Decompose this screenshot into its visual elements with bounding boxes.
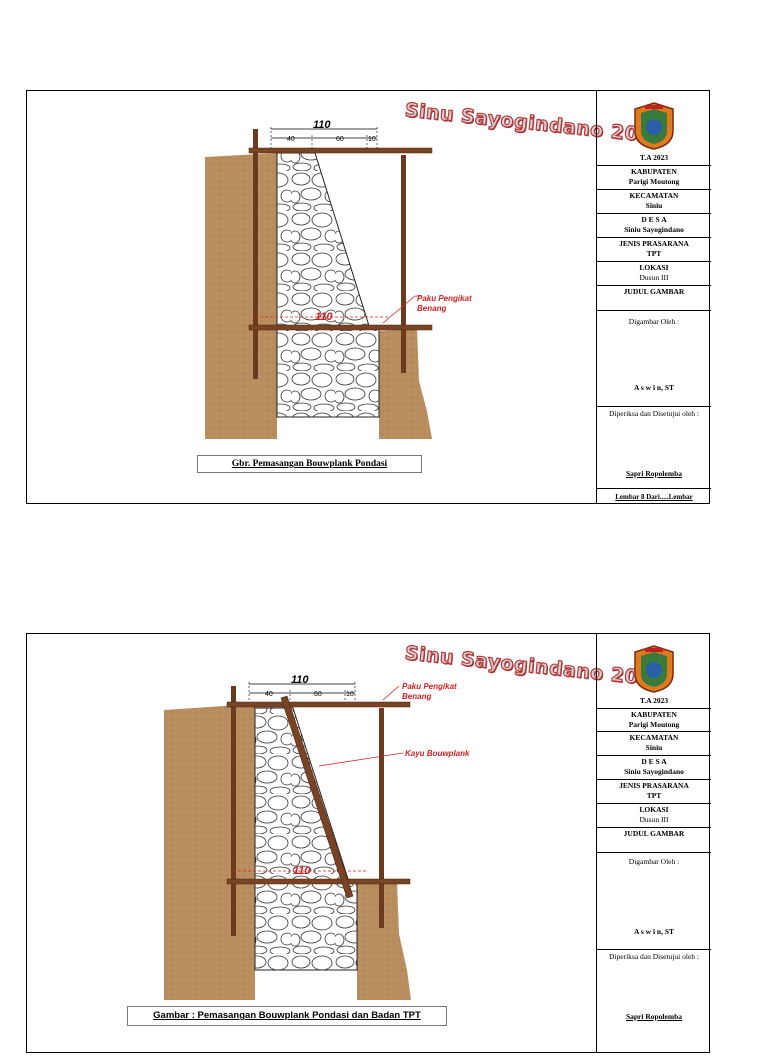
dim-bottom-label: 110 xyxy=(293,865,311,877)
regency-emblem-icon xyxy=(634,102,674,150)
drawing-area: 110 40 60 10 110 Paku Pengikat Benang Ka… xyxy=(27,634,667,1052)
dim-b-label: 60 xyxy=(314,691,322,698)
dim-a-label: 40 xyxy=(265,691,273,698)
post-left xyxy=(253,129,258,379)
bouwplank-pondasi-tpt-drawing: 110 40 60 10 110 Paku Pengikat Benang Ka… xyxy=(164,674,470,1000)
drawn-by-box: Digambar Oleh : A s w i n, ST xyxy=(597,853,711,950)
drawing-sheet-1: 110 40 60 10 110 Paku Pengikat Benang Si… xyxy=(26,90,711,504)
post-right xyxy=(401,155,406,373)
board-top xyxy=(226,701,411,708)
dim-bottom-label: 110 xyxy=(315,311,333,323)
drawn-by-name: A s w i n, ST xyxy=(633,383,675,392)
soil-left xyxy=(164,704,255,1000)
kayu-bouwplank xyxy=(280,695,354,899)
checked-by-label: Diperiksa dan Disetujui oleh : xyxy=(609,409,699,418)
dim-total-label: 110 xyxy=(291,674,309,686)
board-top xyxy=(248,147,433,154)
drawn-by-label: Digambar Oleh : xyxy=(628,857,680,866)
drawn-by-label: Digambar Oleh : xyxy=(628,317,680,326)
board-bottom xyxy=(248,324,433,331)
note-paku-line2: Benang xyxy=(402,692,431,701)
regency-emblem-icon xyxy=(634,645,674,693)
fiscal-year: T.A 2023 xyxy=(639,696,669,705)
dim-b-label: 60 xyxy=(336,136,344,143)
note-paku-line1: Paku Pengikat xyxy=(417,294,472,303)
checked-by-name: Sapri Ropolemba xyxy=(625,1012,683,1021)
stone-foundation xyxy=(254,881,358,971)
checked-by-box: Diperiksa dan Disetujui oleh : Sapri Rop… xyxy=(597,950,711,1054)
drawing-sheet-2: 110 40 60 10 110 Paku Pengikat Benang Ka… xyxy=(26,633,711,1053)
dim-c-label: 10 xyxy=(368,136,376,143)
field-judul-gambar: JUDUL GAMBAR xyxy=(597,828,711,853)
field-judul-gambar: JUDUL GAMBAR xyxy=(597,286,711,311)
stone-foundation xyxy=(276,328,380,418)
fiscal-year: T.A 2023 xyxy=(639,153,669,162)
note-paku-line2: Benang xyxy=(417,304,446,313)
board-bottom xyxy=(226,878,411,885)
drawing-area: 110 40 60 10 110 Paku Pengikat Benang Si… xyxy=(27,91,667,503)
dim-c-label: 10 xyxy=(346,691,354,698)
post-right xyxy=(379,708,384,928)
checked-by-box: Diperiksa dan Disetujui oleh : Sapri Rop… xyxy=(597,407,711,489)
drawn-by-box: Digambar Oleh : A s w i n, ST xyxy=(597,311,711,407)
drawing-caption: Gambar : Pemasangan Bouwplank Pondasi da… xyxy=(127,1006,447,1026)
drawn-by-name: A s w i n, ST xyxy=(633,927,675,936)
bouwplank-pondasi-drawing: 110 40 60 10 110 Paku Pengikat Benang xyxy=(205,119,472,439)
post-left xyxy=(231,686,236,936)
dim-total-label: 110 xyxy=(313,119,331,131)
note-paku-line1: Paku Pengikat xyxy=(402,682,457,691)
soil-right xyxy=(357,880,411,1000)
soil-right xyxy=(379,329,432,439)
checked-by-label: Diperiksa dan Disetujui oleh : xyxy=(609,952,699,961)
drawing-caption: Gbr. Pemasangan Bouwplank Pondasi xyxy=(197,455,422,473)
stone-wall-upper xyxy=(276,152,371,330)
checked-by-name: Sapri Ropolemba xyxy=(625,469,683,478)
dim-a-label: 40 xyxy=(287,136,295,143)
note-kayu-bouwplank: Kayu Bouwplank xyxy=(405,749,470,758)
soil-left xyxy=(205,153,277,439)
sheet-number: Lembar 8 Dari.....Lembar xyxy=(615,493,693,501)
